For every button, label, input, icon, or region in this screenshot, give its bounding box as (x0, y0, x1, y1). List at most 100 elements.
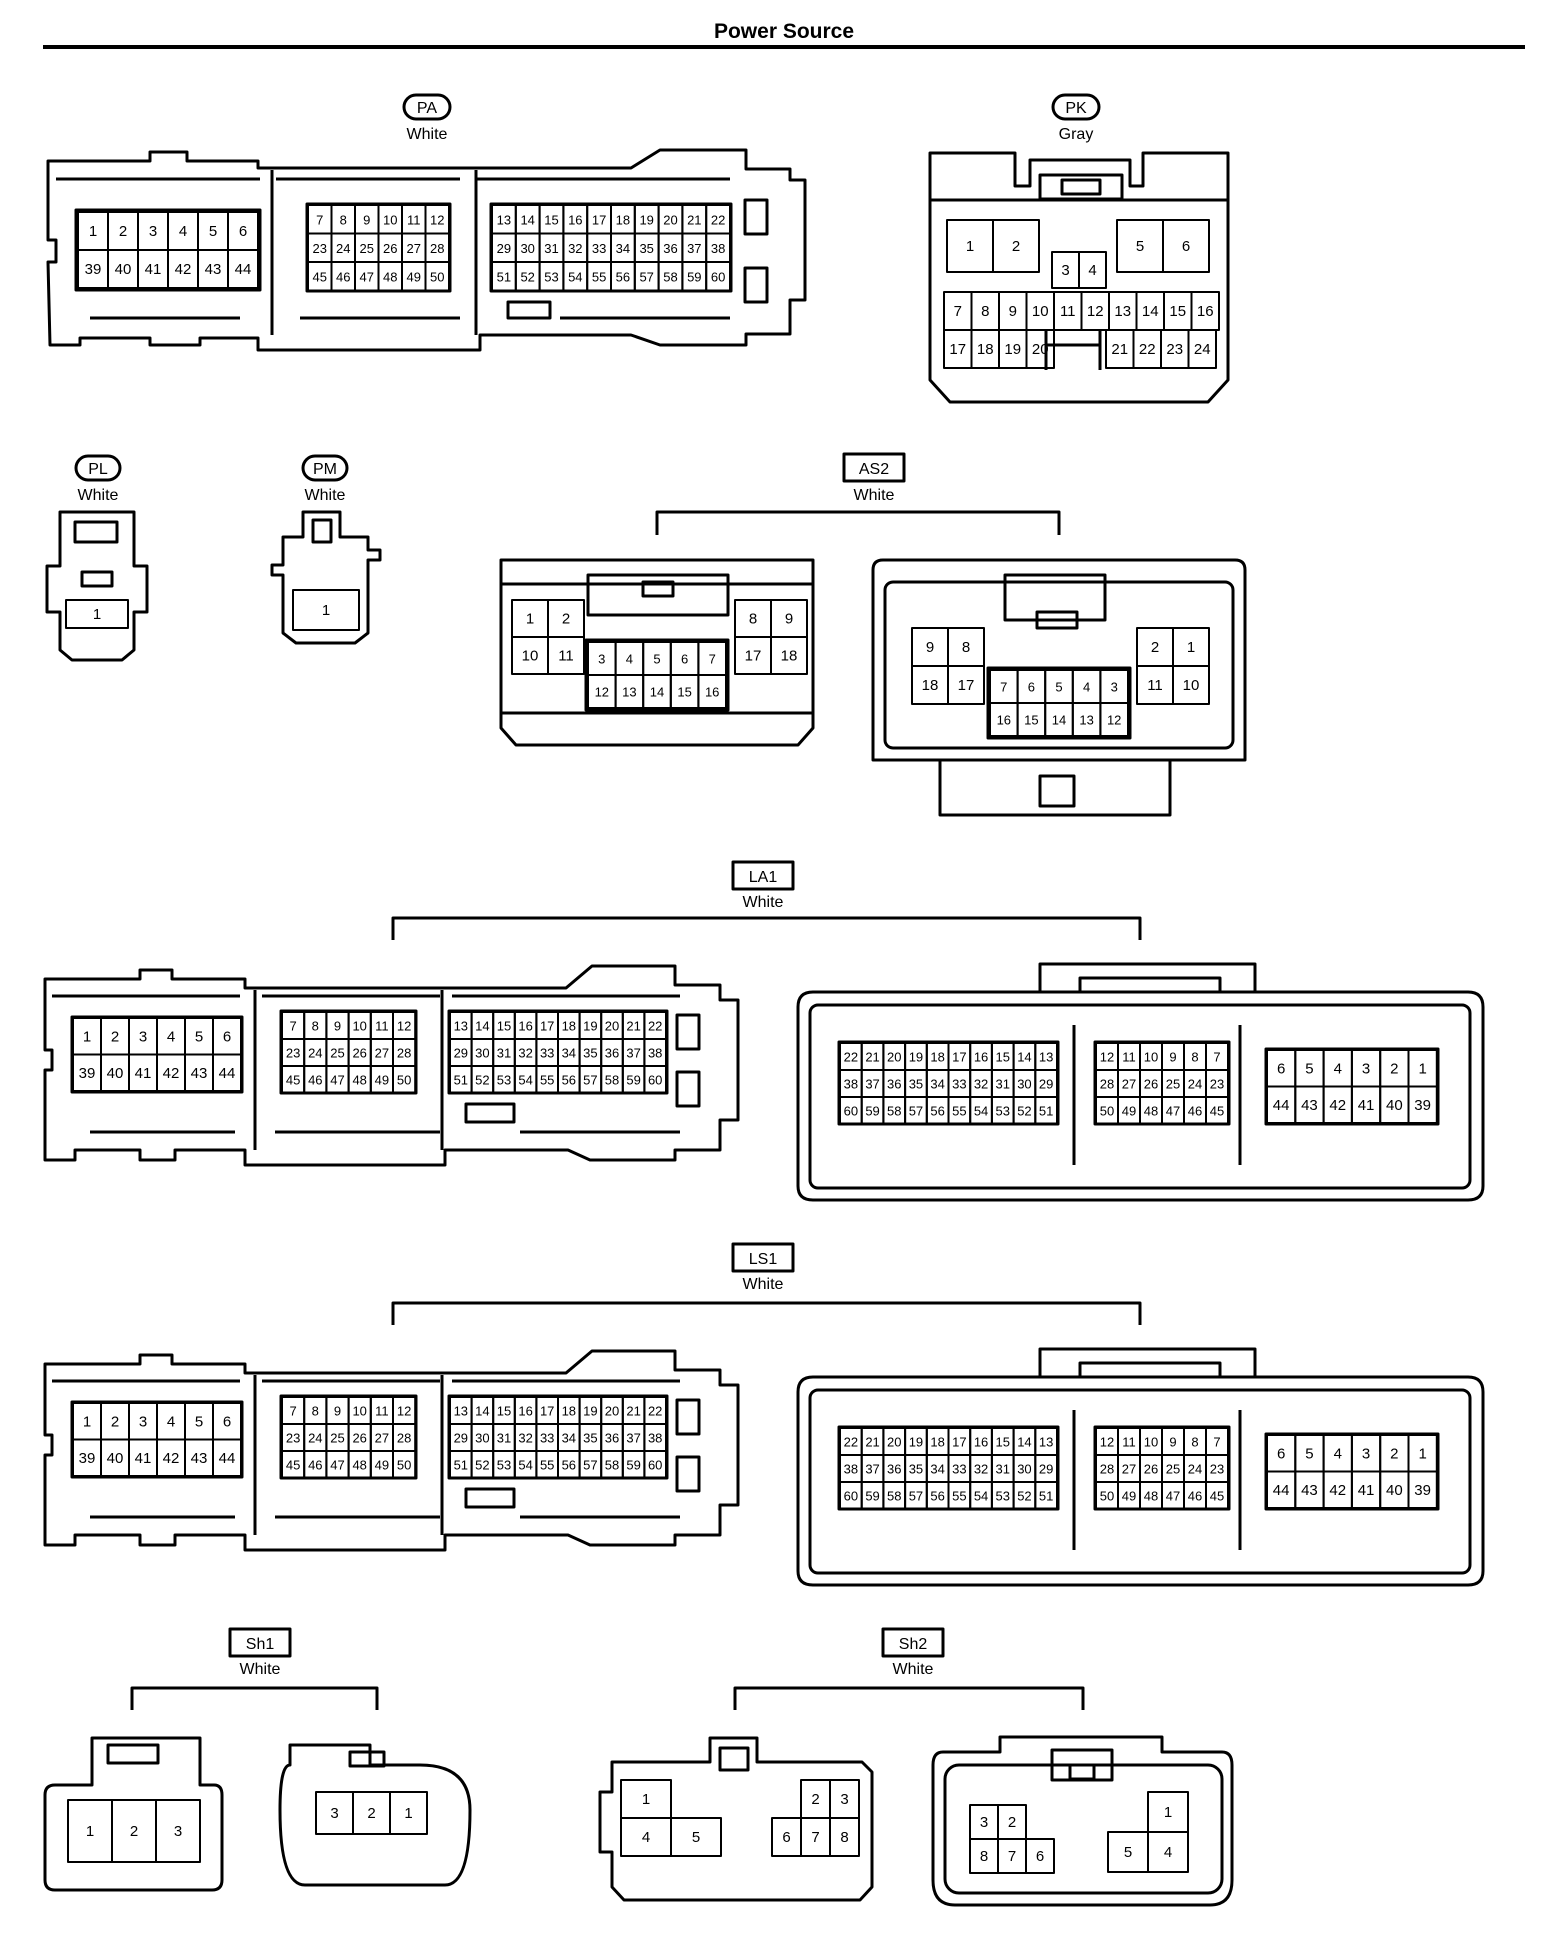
pin-cell (292, 589, 360, 631)
key-slot (675, 1013, 701, 1051)
pin-number: 4 (1334, 1445, 1342, 1462)
pin-number: 20 (605, 1404, 619, 1419)
pin-number: 1 (93, 606, 101, 623)
connector-pm: PM White 1 (270, 454, 382, 645)
pin-number: 18 (930, 1050, 944, 1065)
pin-number: 53 (996, 1104, 1010, 1119)
pin-number: 6 (223, 1413, 231, 1430)
pin-number: 27 (375, 1431, 389, 1446)
pin-number: 37 (626, 1431, 640, 1446)
pin-number: 19 (909, 1435, 923, 1450)
connector-color: White (78, 487, 119, 504)
pin-number: 60 (648, 1073, 662, 1088)
pin-number: 32 (974, 1462, 988, 1477)
pin-number: 22 (711, 212, 725, 227)
pin-number: 47 (330, 1073, 344, 1088)
pin-number: 58 (887, 1104, 901, 1119)
pin-number: 10 (352, 1019, 366, 1034)
pin-number: 7 (709, 652, 716, 667)
pin-number: 47 (330, 1458, 344, 1473)
lock-tab (106, 1743, 160, 1765)
pin-number: 13 (622, 685, 636, 700)
pin-number: 38 (711, 241, 725, 256)
connector-tag (731, 860, 795, 891)
pin-number: 22 (844, 1435, 858, 1450)
pin-number: 48 (1144, 1104, 1158, 1119)
pin-number: 55 (540, 1458, 554, 1473)
connector-body (270, 510, 382, 645)
lock-tab (1035, 610, 1079, 630)
connector-tag (402, 93, 452, 121)
pin-number: 28 (1100, 1077, 1114, 1092)
pin-number: 15 (497, 1404, 511, 1419)
pin-number: 6 (1182, 238, 1190, 255)
pin-number: 55 (540, 1073, 554, 1088)
connector-code: PL (88, 461, 108, 478)
pin-number: 3 (1362, 1445, 1370, 1462)
pin-number: 16 (1197, 303, 1214, 320)
pin-number: 23 (286, 1431, 300, 1446)
pin-number: 2 (367, 1805, 375, 1822)
pin-number: 37 (687, 241, 701, 256)
pin-cell (1025, 329, 1055, 369)
pin-number: 7 (289, 1404, 296, 1419)
pin-number: 43 (1301, 1482, 1318, 1499)
pin-number: 14 (650, 685, 664, 700)
connector-body (928, 151, 1230, 404)
pin-number: 22 (1139, 341, 1156, 358)
pin-number: 1 (1187, 639, 1195, 656)
pin-number: 41 (135, 1065, 152, 1082)
connector-tag (881, 1627, 945, 1658)
pin-cell (1205, 1096, 1229, 1125)
pin-number: 58 (605, 1073, 619, 1088)
connector-color: White (743, 894, 784, 911)
pin-number: 16 (974, 1435, 988, 1450)
pin-cell (392, 1065, 417, 1094)
pin-number: 27 (407, 241, 421, 256)
pin-number: 6 (681, 652, 688, 667)
pin-number: 40 (1386, 1482, 1403, 1499)
pin-number: 21 (865, 1050, 879, 1065)
connector-body-a (499, 558, 815, 747)
connector-inner-b (808, 1003, 1472, 1190)
pin-cell (65, 599, 129, 629)
pin-number: 50 (1100, 1104, 1114, 1119)
pin-number: 42 (163, 1450, 180, 1467)
connector-inner-b (808, 1388, 1472, 1575)
connector-tag (74, 454, 122, 482)
connector-code: PM (313, 461, 337, 478)
pin-number: 13 (1039, 1050, 1053, 1065)
pin-number: 30 (1017, 1462, 1031, 1477)
pin-cell (643, 1450, 668, 1479)
lock-tab (1003, 573, 1107, 622)
connector-body-b (931, 1735, 1234, 1907)
pin-number: 57 (909, 1104, 923, 1119)
pin-number: 12 (430, 212, 444, 227)
pin-number: 53 (497, 1073, 511, 1088)
pin-number: 54 (518, 1458, 532, 1473)
pin-number: 44 (219, 1065, 236, 1082)
pin-number: 26 (352, 1046, 366, 1061)
lock-tab (641, 580, 675, 598)
pin-number: 6 (1036, 1848, 1044, 1865)
pin-number: 45 (286, 1458, 300, 1473)
connector-code: PA (417, 100, 437, 117)
pin-number: 55 (592, 269, 606, 284)
pin-number: 6 (223, 1028, 231, 1045)
pin-number: 5 (1305, 1445, 1313, 1462)
pin-number: 45 (1210, 1104, 1224, 1119)
pin-number: 26 (383, 241, 397, 256)
pin-number: 42 (1329, 1482, 1346, 1499)
pin-cell (1034, 1096, 1059, 1125)
pin-number: 4 (167, 1413, 175, 1430)
pin-cell (829, 1817, 860, 1857)
key-slot (743, 266, 769, 304)
pin-number: 16 (974, 1050, 988, 1065)
pin-number: 53 (996, 1489, 1010, 1504)
pin-number: 13 (497, 212, 511, 227)
pin-number: 48 (352, 1458, 366, 1473)
lock-tab (1038, 173, 1124, 201)
pin-number: 3 (840, 1791, 848, 1808)
